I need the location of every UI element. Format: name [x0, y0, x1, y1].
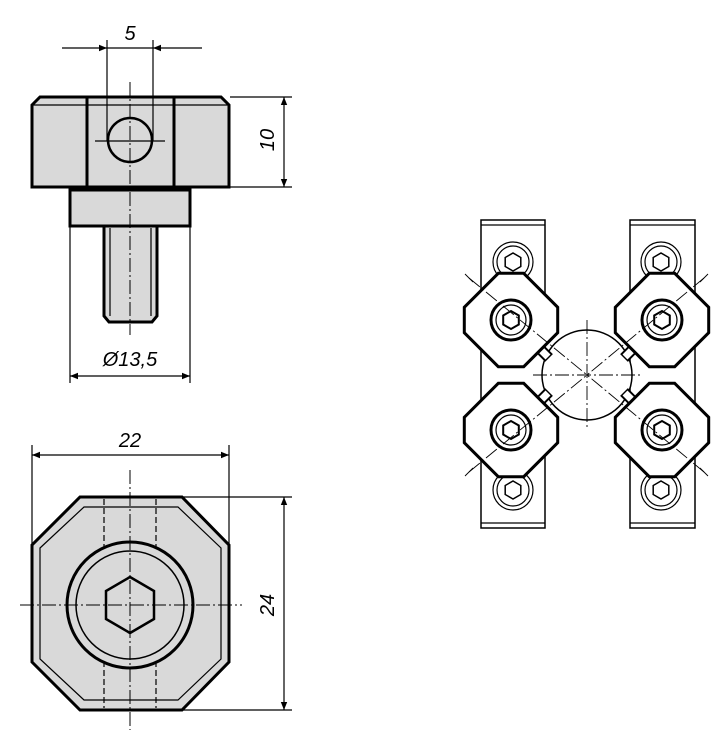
clamp-screw	[489, 298, 533, 342]
center-line	[464, 467, 474, 477]
dimension-hole-offset: 5	[124, 23, 136, 45]
drawing-line	[646, 304, 678, 336]
center-line	[586, 277, 705, 376]
center-line	[699, 467, 709, 477]
center-line	[464, 273, 474, 283]
hex-socket-icon	[504, 480, 522, 500]
hex-socket-icon	[504, 252, 522, 272]
hex-socket-icon	[652, 252, 670, 272]
hex-socket-icon	[502, 309, 520, 331]
dimension-height: 10	[257, 129, 279, 151]
side-view: 5 10 Ø13,5	[30, 23, 292, 383]
assembly-view	[462, 219, 711, 529]
clamp-screw	[489, 408, 533, 452]
top-view: 22 24	[20, 430, 292, 730]
center-line	[468, 277, 588, 376]
hex-socket-icon	[653, 309, 671, 331]
hex-socket-icon	[502, 419, 520, 441]
hex-socket-icon	[653, 419, 671, 441]
center-line	[468, 374, 588, 473]
center-line	[586, 374, 705, 473]
clamp-screw	[640, 298, 684, 342]
hex-socket-icon	[652, 480, 670, 500]
dimension-length: 24	[257, 594, 279, 617]
dimension-collar-diameter: Ø13,5	[102, 349, 158, 371]
center-line	[699, 273, 709, 283]
dimension-width: 22	[118, 430, 141, 452]
clamp-screw	[640, 408, 684, 452]
drawing-line	[495, 414, 527, 446]
drawing-line	[495, 304, 527, 336]
drawing-line	[646, 414, 678, 446]
